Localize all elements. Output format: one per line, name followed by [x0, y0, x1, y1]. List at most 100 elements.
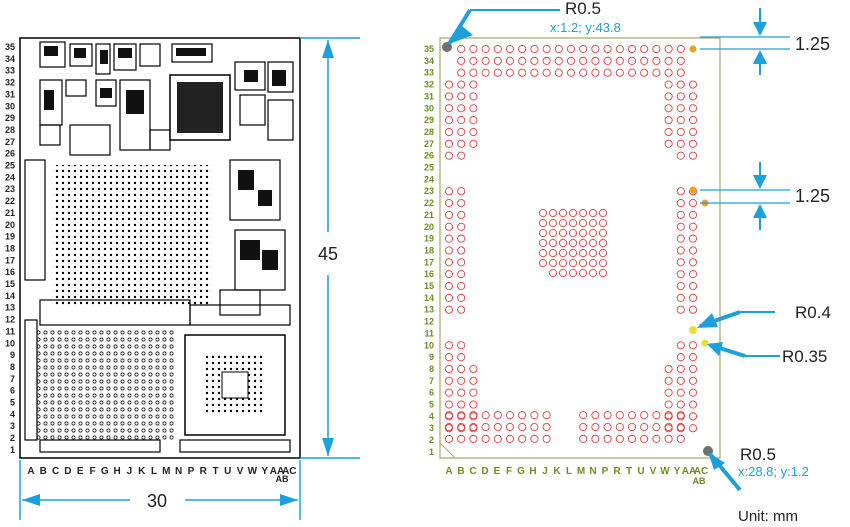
- right-row-label: 24: [424, 174, 434, 184]
- pad: [598, 228, 608, 238]
- pad: [469, 127, 478, 136]
- left-row-label: 20: [5, 220, 15, 230]
- pad: [688, 364, 698, 374]
- right-row-label: 33: [424, 68, 434, 78]
- right-col-label: A: [445, 466, 452, 477]
- right-row-label: 32: [424, 80, 434, 90]
- left-col-label-extra: AB: [276, 474, 289, 484]
- pad: [676, 139, 685, 148]
- right-row-label: 14: [424, 293, 434, 303]
- left-row-label: 14: [5, 291, 15, 301]
- right-col-label: C: [469, 466, 476, 477]
- right-row-label: 16: [424, 269, 434, 279]
- component-body: [238, 170, 254, 190]
- pad: [688, 424, 698, 433]
- pad: [554, 68, 563, 77]
- component: [39, 124, 61, 146]
- left-row-label: 17: [5, 255, 15, 265]
- pad: [481, 411, 490, 420]
- left-col-label: G: [101, 466, 109, 477]
- right-row-label: 1: [429, 447, 434, 457]
- pad: [578, 268, 588, 278]
- pad: [676, 234, 685, 243]
- width-dimension: 30: [19, 460, 301, 520]
- pad: [469, 92, 478, 101]
- pad: [664, 434, 673, 443]
- right-col-label: T: [626, 466, 632, 477]
- right-row-label: 8: [429, 364, 434, 374]
- pad: [481, 56, 490, 65]
- pad: [444, 234, 454, 243]
- pad: [568, 228, 578, 238]
- pad: [542, 56, 551, 65]
- pad: [444, 376, 454, 385]
- callout-top-left-coord: x:1.2; y:43.8: [550, 20, 621, 35]
- pad: [688, 412, 698, 421]
- pad: [578, 228, 588, 238]
- pad: [444, 270, 454, 279]
- height-dimension: 45: [300, 37, 360, 459]
- pad: [457, 293, 466, 302]
- right-col-label: Y: [674, 466, 681, 477]
- pad: [640, 411, 649, 420]
- pitch-label-top: 1.25: [795, 34, 830, 54]
- pad: [676, 305, 685, 314]
- pitch-dim-top: 1.25: [700, 8, 830, 75]
- pad: [676, 424, 685, 433]
- right-row-label: 20: [424, 222, 434, 232]
- pad: [518, 44, 527, 54]
- right-row-label: 13: [424, 305, 434, 315]
- pad: [598, 258, 608, 268]
- left-row-label: 24: [5, 172, 15, 182]
- pad: [457, 187, 466, 196]
- right-col-label: H: [529, 466, 536, 477]
- pad: [542, 68, 551, 77]
- pad: [505, 422, 515, 432]
- component: [95, 79, 117, 107]
- pad: [558, 258, 568, 268]
- pad: [457, 412, 466, 421]
- pad: [457, 210, 466, 219]
- pad: [688, 210, 698, 219]
- left-row-label: 19: [5, 232, 15, 242]
- left-row-label: 3: [10, 421, 15, 431]
- pad: [444, 305, 454, 314]
- pad: [615, 56, 624, 65]
- pad: [505, 411, 515, 420]
- pad: [640, 56, 649, 65]
- pad: [588, 268, 598, 278]
- component-body: [272, 70, 286, 86]
- left-row-label: 31: [5, 89, 15, 99]
- left-col-label: Y: [261, 466, 268, 477]
- pad: [542, 411, 551, 420]
- pad: [530, 68, 539, 77]
- pad: [627, 411, 637, 420]
- pad: [566, 56, 576, 65]
- left-row-label: 9: [10, 350, 15, 360]
- pad: [444, 388, 454, 397]
- pad: [457, 222, 466, 231]
- pad: [676, 187, 685, 196]
- pad: [688, 92, 698, 101]
- pad: [568, 248, 578, 258]
- pad: [493, 411, 502, 420]
- left-row-label: 21: [5, 208, 15, 218]
- pad: [664, 424, 673, 433]
- component-body: [262, 250, 278, 270]
- left-row-label: 23: [5, 184, 15, 194]
- left-row-label: 8: [10, 362, 15, 372]
- pad: [664, 139, 673, 148]
- pad: [578, 238, 588, 248]
- left-components: [24, 41, 294, 453]
- pad: [676, 293, 685, 302]
- pad: [676, 116, 685, 125]
- component: [95, 43, 111, 75]
- component-body: [100, 50, 108, 64]
- right-col-label: D: [481, 466, 488, 477]
- pad: [579, 411, 588, 420]
- component: [179, 439, 291, 453]
- pad: [444, 434, 454, 443]
- left-board: 45 30 3534333231302928272625242322212019…: [5, 37, 360, 520]
- pad: [652, 422, 661, 432]
- pad: [664, 127, 673, 136]
